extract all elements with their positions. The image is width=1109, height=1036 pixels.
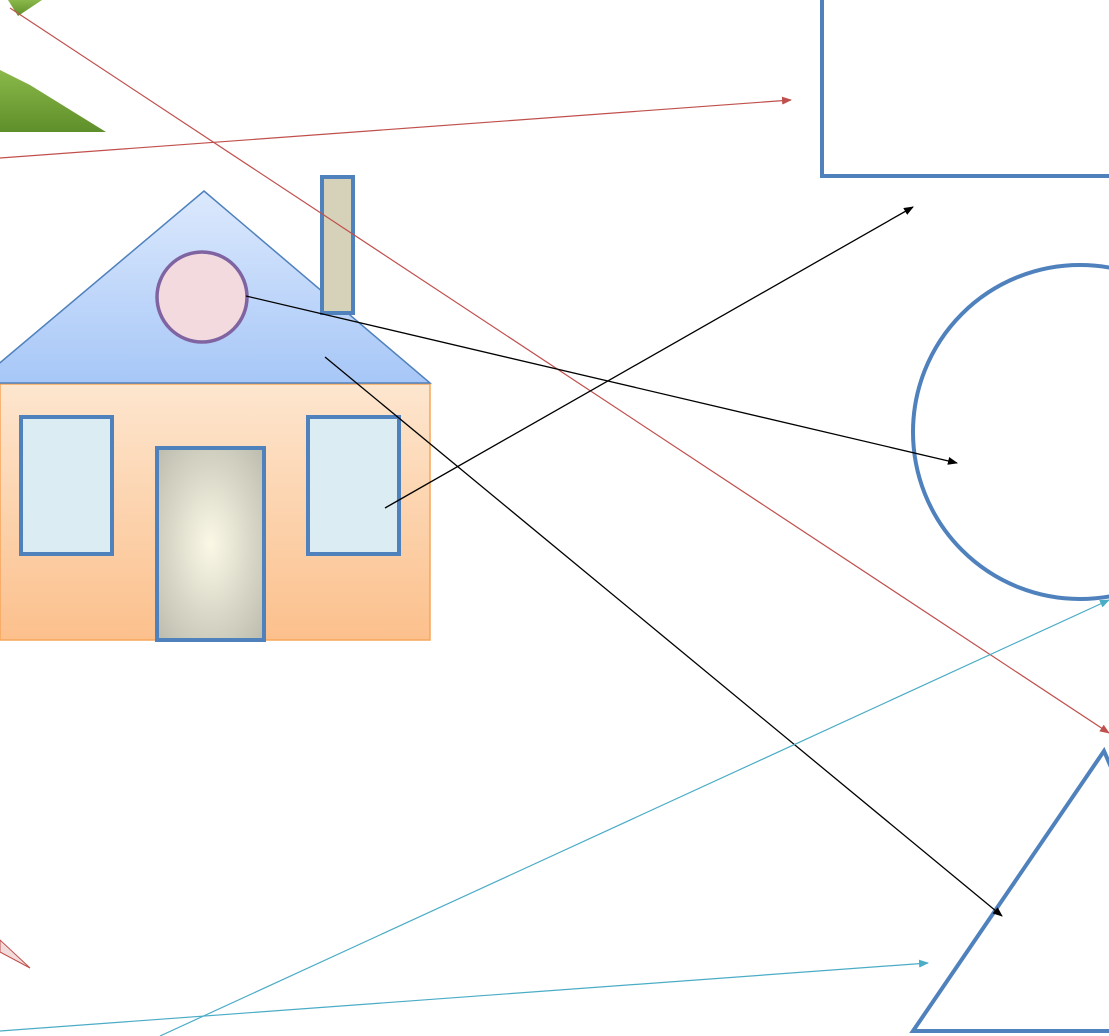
house-door [155,446,266,642]
arrow-tree-bottom-to-rectangle [0,96,792,159]
tree-top-shape [8,0,42,16]
arrow-bottom-left-to-circle [159,599,1109,1036]
arrow-right-window-to-rectangle [384,206,914,509]
house-right-window [306,415,401,556]
target-rectangle [820,0,1109,178]
arrow-round-window-to-circle [245,295,958,465]
target-circle [911,263,1109,601]
tree-bottom-shape [0,70,106,132]
target-triangle [909,746,1109,1033]
arrow-tree-top-to-triangle [9,7,1109,734]
red-arrowhead-fragment [0,939,31,969]
house-round-window [155,250,249,344]
house [0,175,433,642]
arrow-bottom-left-to-triangle [0,959,929,1032]
house-chimney [320,175,355,315]
house-left-window [19,415,114,556]
arrow-roof-to-triangle [324,356,1003,917]
